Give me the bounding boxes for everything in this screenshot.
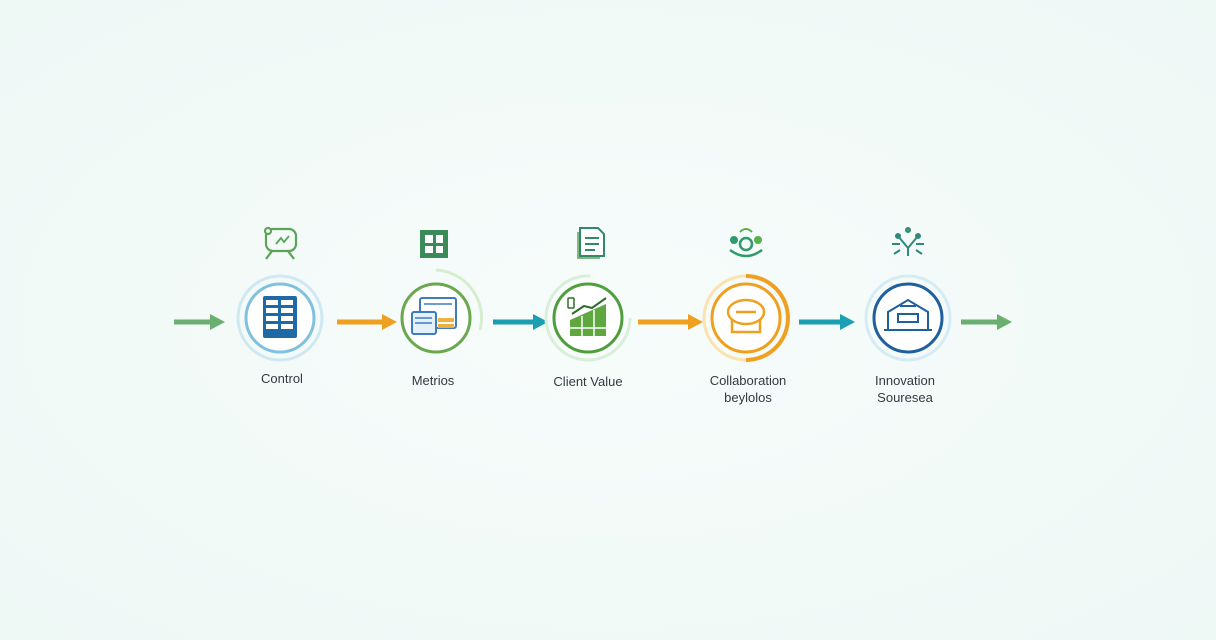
- people-network-icon: [729, 228, 763, 258]
- speech-bubble-icon: [726, 298, 766, 334]
- step-label-line: Client Value: [553, 374, 623, 389]
- step-outer-ring: [435, 268, 484, 331]
- building-icon: [884, 298, 932, 331]
- documents-icon: [411, 297, 457, 335]
- flow-arrow: [174, 314, 225, 330]
- document-icon: [577, 227, 605, 259]
- step-node: [872, 282, 944, 354]
- step-control: [236, 226, 324, 362]
- step-label-client-value: Client Value: [513, 373, 663, 390]
- step-label-line: Souresea: [877, 390, 933, 405]
- step-label-collaboration: Collaboration beylolos: [673, 372, 823, 406]
- flow-arrow: [493, 314, 548, 330]
- spreadsheet-icon: [263, 296, 297, 338]
- step-label-innovation: Innovation Souresea: [830, 372, 980, 406]
- growth-chart-icon: [567, 297, 607, 336]
- step-client-value: [544, 227, 632, 362]
- step-innovation: [864, 227, 952, 362]
- flow-arrow: [799, 314, 855, 330]
- step-label-line: Collaboration: [709, 373, 787, 388]
- step-outer-ring: [864, 274, 952, 362]
- flow-arrow: [337, 314, 397, 330]
- step-label-line: Metrios: [411, 373, 455, 388]
- step-outer-ring: [544, 274, 632, 362]
- step-metrios: [400, 230, 484, 354]
- flow-arrow: [638, 314, 703, 330]
- step-label-metrios: Metrios: [358, 372, 508, 389]
- step-label-line: Innovation: [875, 373, 935, 388]
- idea-network-icon: [892, 227, 924, 256]
- grid-board-icon: [420, 230, 448, 258]
- chat-bubble-icon: [263, 226, 298, 260]
- step-outer-ring: [236, 274, 324, 362]
- step-label-line: Control: [261, 371, 303, 386]
- step-label-control: Control: [207, 370, 357, 387]
- flow-arrow: [961, 314, 1012, 330]
- step-label-line: beylolos: [724, 390, 772, 405]
- step-collaboration: [702, 228, 790, 362]
- step-node: [710, 282, 782, 354]
